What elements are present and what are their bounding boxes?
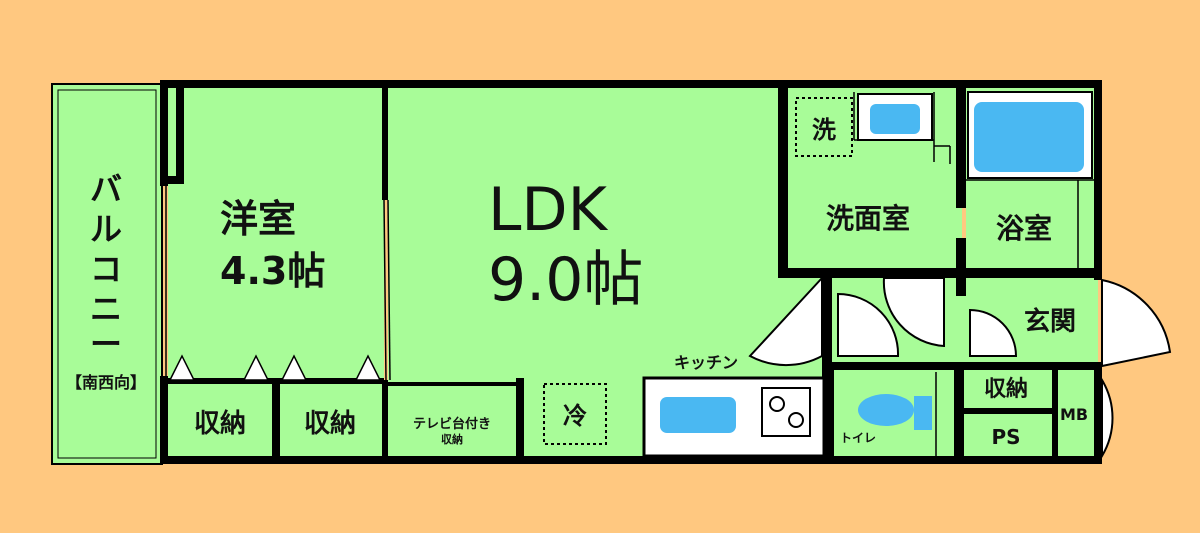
western-room-size: 4.3帖 bbox=[220, 249, 325, 293]
wall-western-ldk-low bbox=[382, 380, 388, 460]
wall-western-ldk bbox=[382, 88, 388, 200]
wash-basin bbox=[870, 104, 920, 134]
balcony-char-1: バ bbox=[90, 170, 122, 208]
washer-label: 洗 bbox=[812, 116, 836, 144]
kitchen-sink bbox=[660, 397, 736, 433]
balcony-inner-outline bbox=[57, 89, 157, 459]
ps-label: PS bbox=[991, 425, 1020, 449]
balcony-orientation: 【南西向】 bbox=[66, 373, 146, 392]
wall-washroom-left bbox=[778, 88, 788, 276]
wall-storage-divider bbox=[272, 378, 280, 460]
storage-right-label: 収納 bbox=[304, 408, 356, 439]
toilet-bowl bbox=[858, 394, 914, 426]
ldk-size: 9.0帖 bbox=[488, 245, 643, 315]
wall-bath-left bbox=[956, 88, 966, 208]
balcony-char-5: ー bbox=[90, 325, 122, 363]
interior-walls bbox=[168, 88, 1102, 460]
balcony-char-4: ニ bbox=[90, 290, 122, 328]
wall-left-top bbox=[160, 80, 168, 186]
wall-hall-left bbox=[822, 276, 832, 366]
bathroom-label: 浴室 bbox=[996, 212, 1052, 245]
tv-storage-line1: テレビ台付き bbox=[413, 416, 491, 432]
door-washroom bbox=[882, 277, 945, 348]
wall-nook-bottom bbox=[168, 176, 184, 184]
fridge-space bbox=[543, 383, 607, 445]
toilet-tank bbox=[914, 396, 932, 430]
wall-tv-top bbox=[388, 382, 520, 386]
wall-toilet-right bbox=[954, 366, 964, 460]
outer-walls bbox=[160, 80, 1102, 464]
washroom-label: 洗面室 bbox=[826, 202, 910, 235]
storage-door-marks bbox=[168, 354, 382, 381]
door-mb bbox=[1101, 376, 1114, 460]
stove-burner-1 bbox=[769, 396, 785, 412]
balcony-area bbox=[52, 84, 162, 464]
stove-burner-2 bbox=[788, 412, 804, 428]
wall-washroom-bottom bbox=[778, 268, 1102, 278]
balcony-label: バ ル コ ニ ー 【南西向】 bbox=[66, 170, 146, 392]
wall-nook bbox=[176, 88, 184, 178]
ldk-name: LDK bbox=[488, 175, 609, 245]
kitchen-label: キッチン bbox=[674, 353, 738, 372]
wall-top bbox=[160, 80, 1102, 88]
wall-mb-left bbox=[1052, 366, 1058, 460]
wall-bottom bbox=[160, 456, 1102, 464]
wall-left-bottom bbox=[160, 376, 168, 464]
storage-entrance-label: 収納 bbox=[984, 376, 1028, 402]
fridge-label: 冷 bbox=[563, 402, 587, 430]
tv-storage-line2: 収納 bbox=[441, 432, 463, 446]
bathtub bbox=[974, 102, 1084, 172]
door-entrance-inner bbox=[969, 308, 1018, 357]
western-room-name: 洋室 bbox=[220, 197, 296, 241]
door-ldk-swing bbox=[748, 275, 823, 366]
entrance-label: 玄関 bbox=[1024, 306, 1076, 337]
washer-space bbox=[795, 97, 853, 157]
window-marks bbox=[161, 180, 1097, 376]
wall-tv-right bbox=[516, 378, 524, 460]
door-entrance-main bbox=[1101, 278, 1172, 368]
balcony-char-2: ル bbox=[90, 210, 122, 248]
toilet-label: トイレ bbox=[840, 431, 876, 445]
stove-icon bbox=[761, 387, 811, 437]
mb-label: MB bbox=[1060, 405, 1088, 424]
wall-right-top bbox=[1094, 80, 1102, 280]
wall-ps-top bbox=[962, 408, 1056, 414]
wall-bath-left-low bbox=[956, 238, 966, 274]
balcony-char-3: コ bbox=[90, 250, 122, 288]
storage-left-label: 収納 bbox=[194, 408, 246, 439]
wall-right-bottom bbox=[1094, 366, 1102, 464]
doors bbox=[748, 275, 1172, 460]
wall-entrance-left bbox=[956, 276, 966, 296]
door-hall bbox=[837, 292, 900, 357]
